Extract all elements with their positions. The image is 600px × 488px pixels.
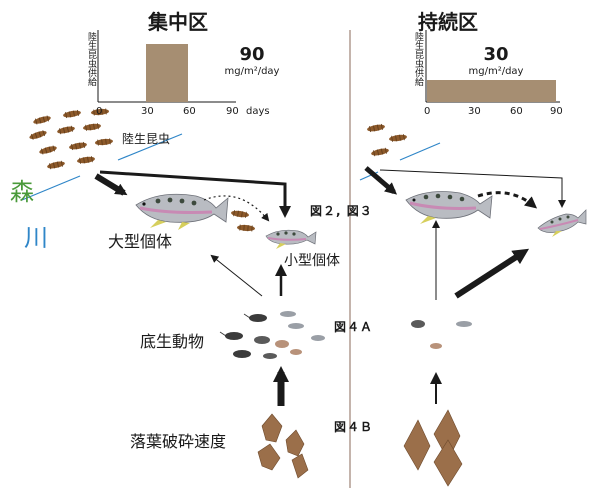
terrestrial-insects-label: 陸生昆虫	[122, 132, 171, 146]
right-panel-title: 持続区	[418, 10, 478, 34]
figure-ref-4b: 図４Ｂ	[334, 420, 374, 434]
right-small-fish	[537, 209, 587, 237]
litter-breakdown-label: 落葉破砕速度	[130, 432, 227, 451]
river-label: 川	[24, 224, 48, 252]
left-insect-cluster	[28, 107, 114, 171]
right-bar-chart	[425, 30, 560, 103]
right-benthos-cluster	[411, 320, 472, 349]
left-small-fish	[265, 229, 317, 249]
figure-ref-2-3: 図２, 図３	[310, 204, 373, 218]
left-panel-title: 集中区	[148, 10, 208, 34]
left-chart-ylabel: 陸生昆虫供給	[86, 32, 96, 86]
left-chart-tick-60: 60	[183, 106, 196, 117]
large-fish-label: 大型個体	[108, 232, 173, 251]
left-leaf-cluster	[257, 413, 309, 479]
left-bar-chart	[97, 30, 236, 103]
right-large-fish	[405, 191, 493, 224]
right-leaf-cluster	[403, 409, 463, 487]
right-chart-tick-90: 90	[550, 106, 563, 117]
right-insect-cluster	[366, 123, 408, 158]
right-chart-value: 30	[483, 44, 509, 65]
left-chart-tick-90: 90	[226, 106, 239, 117]
left-chart-value: 90	[239, 44, 265, 65]
figure-ref-4a: 図４Ａ	[334, 320, 374, 334]
left-bar	[146, 44, 188, 102]
left-large-fish	[135, 193, 229, 230]
forest-label: 森	[10, 178, 34, 206]
right-chart-tick-60: 60	[510, 106, 523, 117]
left-chart-xunit: days	[246, 106, 270, 117]
right-chart-tick-0: 0	[424, 106, 431, 117]
right-chart-tick-30: 30	[468, 106, 481, 117]
right-chart-ylabel: 陸生昆虫供給	[413, 32, 423, 86]
benthos-label: 底生動物	[140, 332, 205, 351]
left-benthos-cluster	[219, 311, 325, 359]
left-chart-tick-0: 0	[96, 106, 103, 117]
right-bar	[427, 80, 556, 102]
left-chart-unit: mg/m²/day	[224, 66, 280, 77]
left-chart-tick-30: 30	[141, 106, 154, 117]
small-fish-label: 小型個体	[284, 253, 340, 269]
right-chart-unit: mg/m²/day	[468, 66, 524, 77]
